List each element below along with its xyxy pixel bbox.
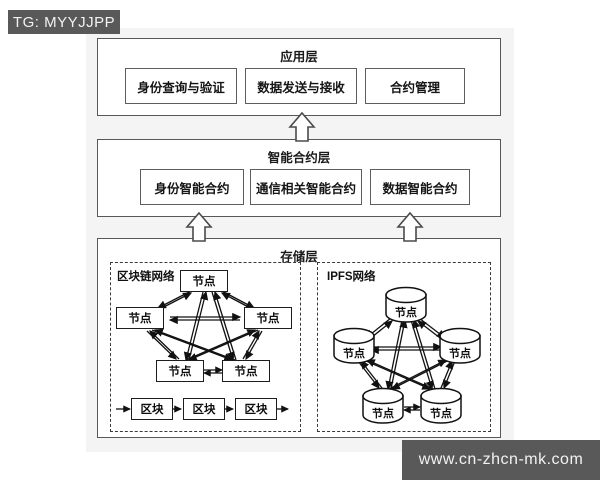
module-communication-smart-contract[interactable]: 通信相关智能合约 bbox=[250, 169, 362, 205]
ipfs-node-bottom-right[interactable]: 节点 bbox=[420, 387, 462, 424]
region-blockchain-network bbox=[110, 262, 301, 432]
block-label: 区块 bbox=[244, 404, 268, 416]
node-label: 节点 bbox=[168, 366, 192, 378]
layer-smart-contract: 智能合约层 身份智能合约 通信相关智能合约 数据智能合约 bbox=[97, 139, 501, 217]
module-label: 通信相关智能合约 bbox=[255, 181, 356, 196]
layer-smart-contract-title: 智能合约层 bbox=[267, 151, 331, 165]
connector-arrow-storage-to-contract-left bbox=[185, 211, 213, 242]
ipfs-node-bottom-left[interactable]: 节点 bbox=[362, 387, 404, 424]
module-data-send-receive[interactable]: 数据发送与接收 bbox=[245, 68, 357, 104]
module-identity-smart-contract[interactable]: 身份智能合约 bbox=[140, 169, 244, 205]
module-label: 身份查询与验证 bbox=[137, 80, 225, 95]
blockchain-block-1[interactable]: 区块 bbox=[131, 398, 173, 420]
layer-application: 应用层 身份查询与验证 数据发送与接收 合约管理 bbox=[97, 38, 501, 116]
watermark-top: TG: MYYJJPP bbox=[8, 10, 120, 34]
connector-arrow-storage-to-contract-right bbox=[396, 211, 424, 242]
module-data-smart-contract[interactable]: 数据智能合约 bbox=[370, 169, 470, 205]
blockchain-block-2[interactable]: 区块 bbox=[183, 398, 225, 420]
blockchain-node-right[interactable]: 节点 bbox=[244, 307, 292, 329]
module-label: 数据智能合约 bbox=[382, 181, 458, 196]
blockchain-node-bottom-right[interactable]: 节点 bbox=[222, 360, 270, 382]
blockchain-node-bottom-left[interactable]: 节点 bbox=[156, 360, 204, 382]
watermark-bottom: www.cn-zhcn-mk.com bbox=[402, 440, 600, 480]
region-blockchain-network-label: 区块链网络 bbox=[117, 271, 175, 283]
connector-arrow-contract-to-application bbox=[288, 111, 316, 142]
blockchain-node-top[interactable]: 节点 bbox=[180, 270, 228, 292]
region-ipfs-network bbox=[317, 262, 491, 432]
ipfs-node-right[interactable]: 节点 bbox=[439, 327, 481, 364]
node-label: 节点 bbox=[192, 276, 216, 288]
node-label: 节点 bbox=[234, 366, 258, 378]
block-label: 区块 bbox=[192, 404, 216, 416]
layer-application-title: 应用层 bbox=[280, 50, 318, 64]
module-contract-management[interactable]: 合约管理 bbox=[365, 68, 465, 104]
node-label: 节点 bbox=[128, 313, 152, 325]
module-identity-query-verify[interactable]: 身份查询与验证 bbox=[125, 68, 237, 104]
blockchain-node-left[interactable]: 节点 bbox=[116, 307, 164, 329]
ipfs-node-top[interactable]: 节点 bbox=[385, 286, 427, 323]
module-label: 身份智能合约 bbox=[154, 181, 230, 196]
module-label: 数据发送与接收 bbox=[257, 80, 345, 95]
watermark-top-text: TG: MYYJJPP bbox=[12, 13, 116, 31]
block-label: 区块 bbox=[140, 404, 164, 416]
ipfs-node-left[interactable]: 节点 bbox=[333, 327, 375, 364]
layer-storage-title: 存储层 bbox=[280, 250, 318, 264]
module-label: 合约管理 bbox=[389, 80, 440, 95]
region-ipfs-network-label: IPFS网络 bbox=[327, 271, 376, 283]
blockchain-block-3[interactable]: 区块 bbox=[235, 398, 277, 420]
watermark-bottom-text: www.cn-zhcn-mk.com bbox=[418, 451, 584, 468]
node-label: 节点 bbox=[256, 313, 280, 325]
